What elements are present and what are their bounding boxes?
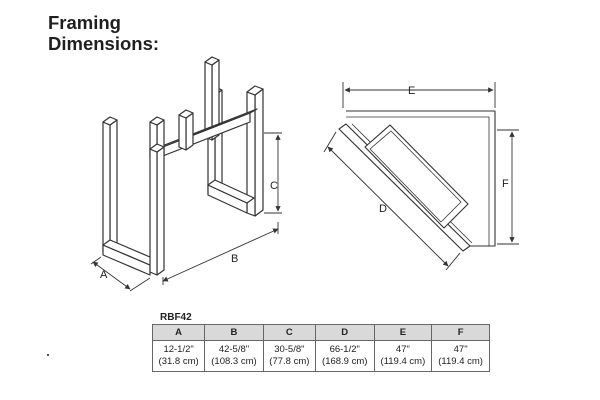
stray-dot (47, 354, 49, 356)
value-metric: (119.4 cm) (380, 356, 426, 367)
table-header-row: A B C D E F (151, 324, 490, 341)
framing-diagram: A B C E F (90, 56, 519, 292)
dimension-e (342, 82, 496, 108)
column-header-b: B (204, 324, 264, 341)
corner-walls-inner (346, 116, 490, 246)
dimension-d (323, 131, 461, 271)
value-metric: (31.8 cm) (158, 356, 199, 367)
dimension-a (90, 256, 151, 292)
front-right-stud (149, 143, 165, 276)
cell-d: 66-1/2" (168.9 cm) (314, 340, 375, 372)
column-header-a: A (151, 324, 206, 341)
column-header-f: F (431, 324, 490, 341)
label-d: D (379, 203, 387, 215)
table-row: 12-1/2" (31.8 cm) 42-5/8" (108.3 cm) 30-… (151, 340, 490, 372)
dimensions-table: A B C D E F 12-1/2" (31.8 cm) 42-5/8" (1… (151, 324, 490, 372)
dimension-f (497, 129, 519, 245)
value-imperial: 47" (395, 344, 410, 355)
middle-stud-1 (178, 109, 194, 151)
value-imperial: 42-5/8" (218, 344, 250, 355)
value-metric: (119.4 cm) (438, 356, 483, 367)
value-metric: (168.9 cm) (322, 356, 368, 367)
cell-b: 42-5/8" (108.3 cm) (204, 340, 264, 372)
value-imperial: 47" (453, 344, 468, 355)
value-imperial: 12-1/2" (163, 344, 194, 355)
front-left-stud (102, 116, 118, 256)
column-header-e: E (373, 324, 433, 341)
value-imperial: 66-1/2" (329, 344, 360, 355)
label-e: E (408, 85, 415, 97)
cell-a: 12-1/2" (31.8 cm) (151, 340, 206, 372)
page-title: Framing Dimensions: (48, 12, 159, 54)
cell-e: 47" (119.4 cm) (373, 340, 433, 372)
value-imperial: 30-5/8" (274, 344, 305, 355)
model-number: RBF42 (160, 312, 192, 323)
dimension-b (162, 222, 279, 285)
back-left-stud (204, 56, 220, 141)
label-f: F (502, 178, 509, 190)
value-metric: (77.8 cm) (269, 356, 310, 367)
title-line-1: Framing (48, 12, 121, 33)
corner-walls (346, 110, 496, 247)
back-bottom-plate (207, 179, 255, 214)
label-b: B (231, 253, 238, 265)
value-metric: (108.3 cm) (211, 356, 257, 367)
framing-isometric-drawing (102, 56, 264, 276)
column-header-c: C (262, 324, 316, 341)
label-a: A (100, 269, 108, 281)
cell-c: 30-5/8" (77.8 cm) (262, 340, 316, 372)
dimension-c (264, 132, 282, 214)
title-line-2: Dimensions: (48, 33, 160, 54)
front-bottom-plate (102, 239, 158, 276)
column-header-d: D (314, 324, 375, 341)
cell-f: 47" (119.4 cm) (431, 340, 490, 372)
label-c: C (270, 180, 278, 192)
